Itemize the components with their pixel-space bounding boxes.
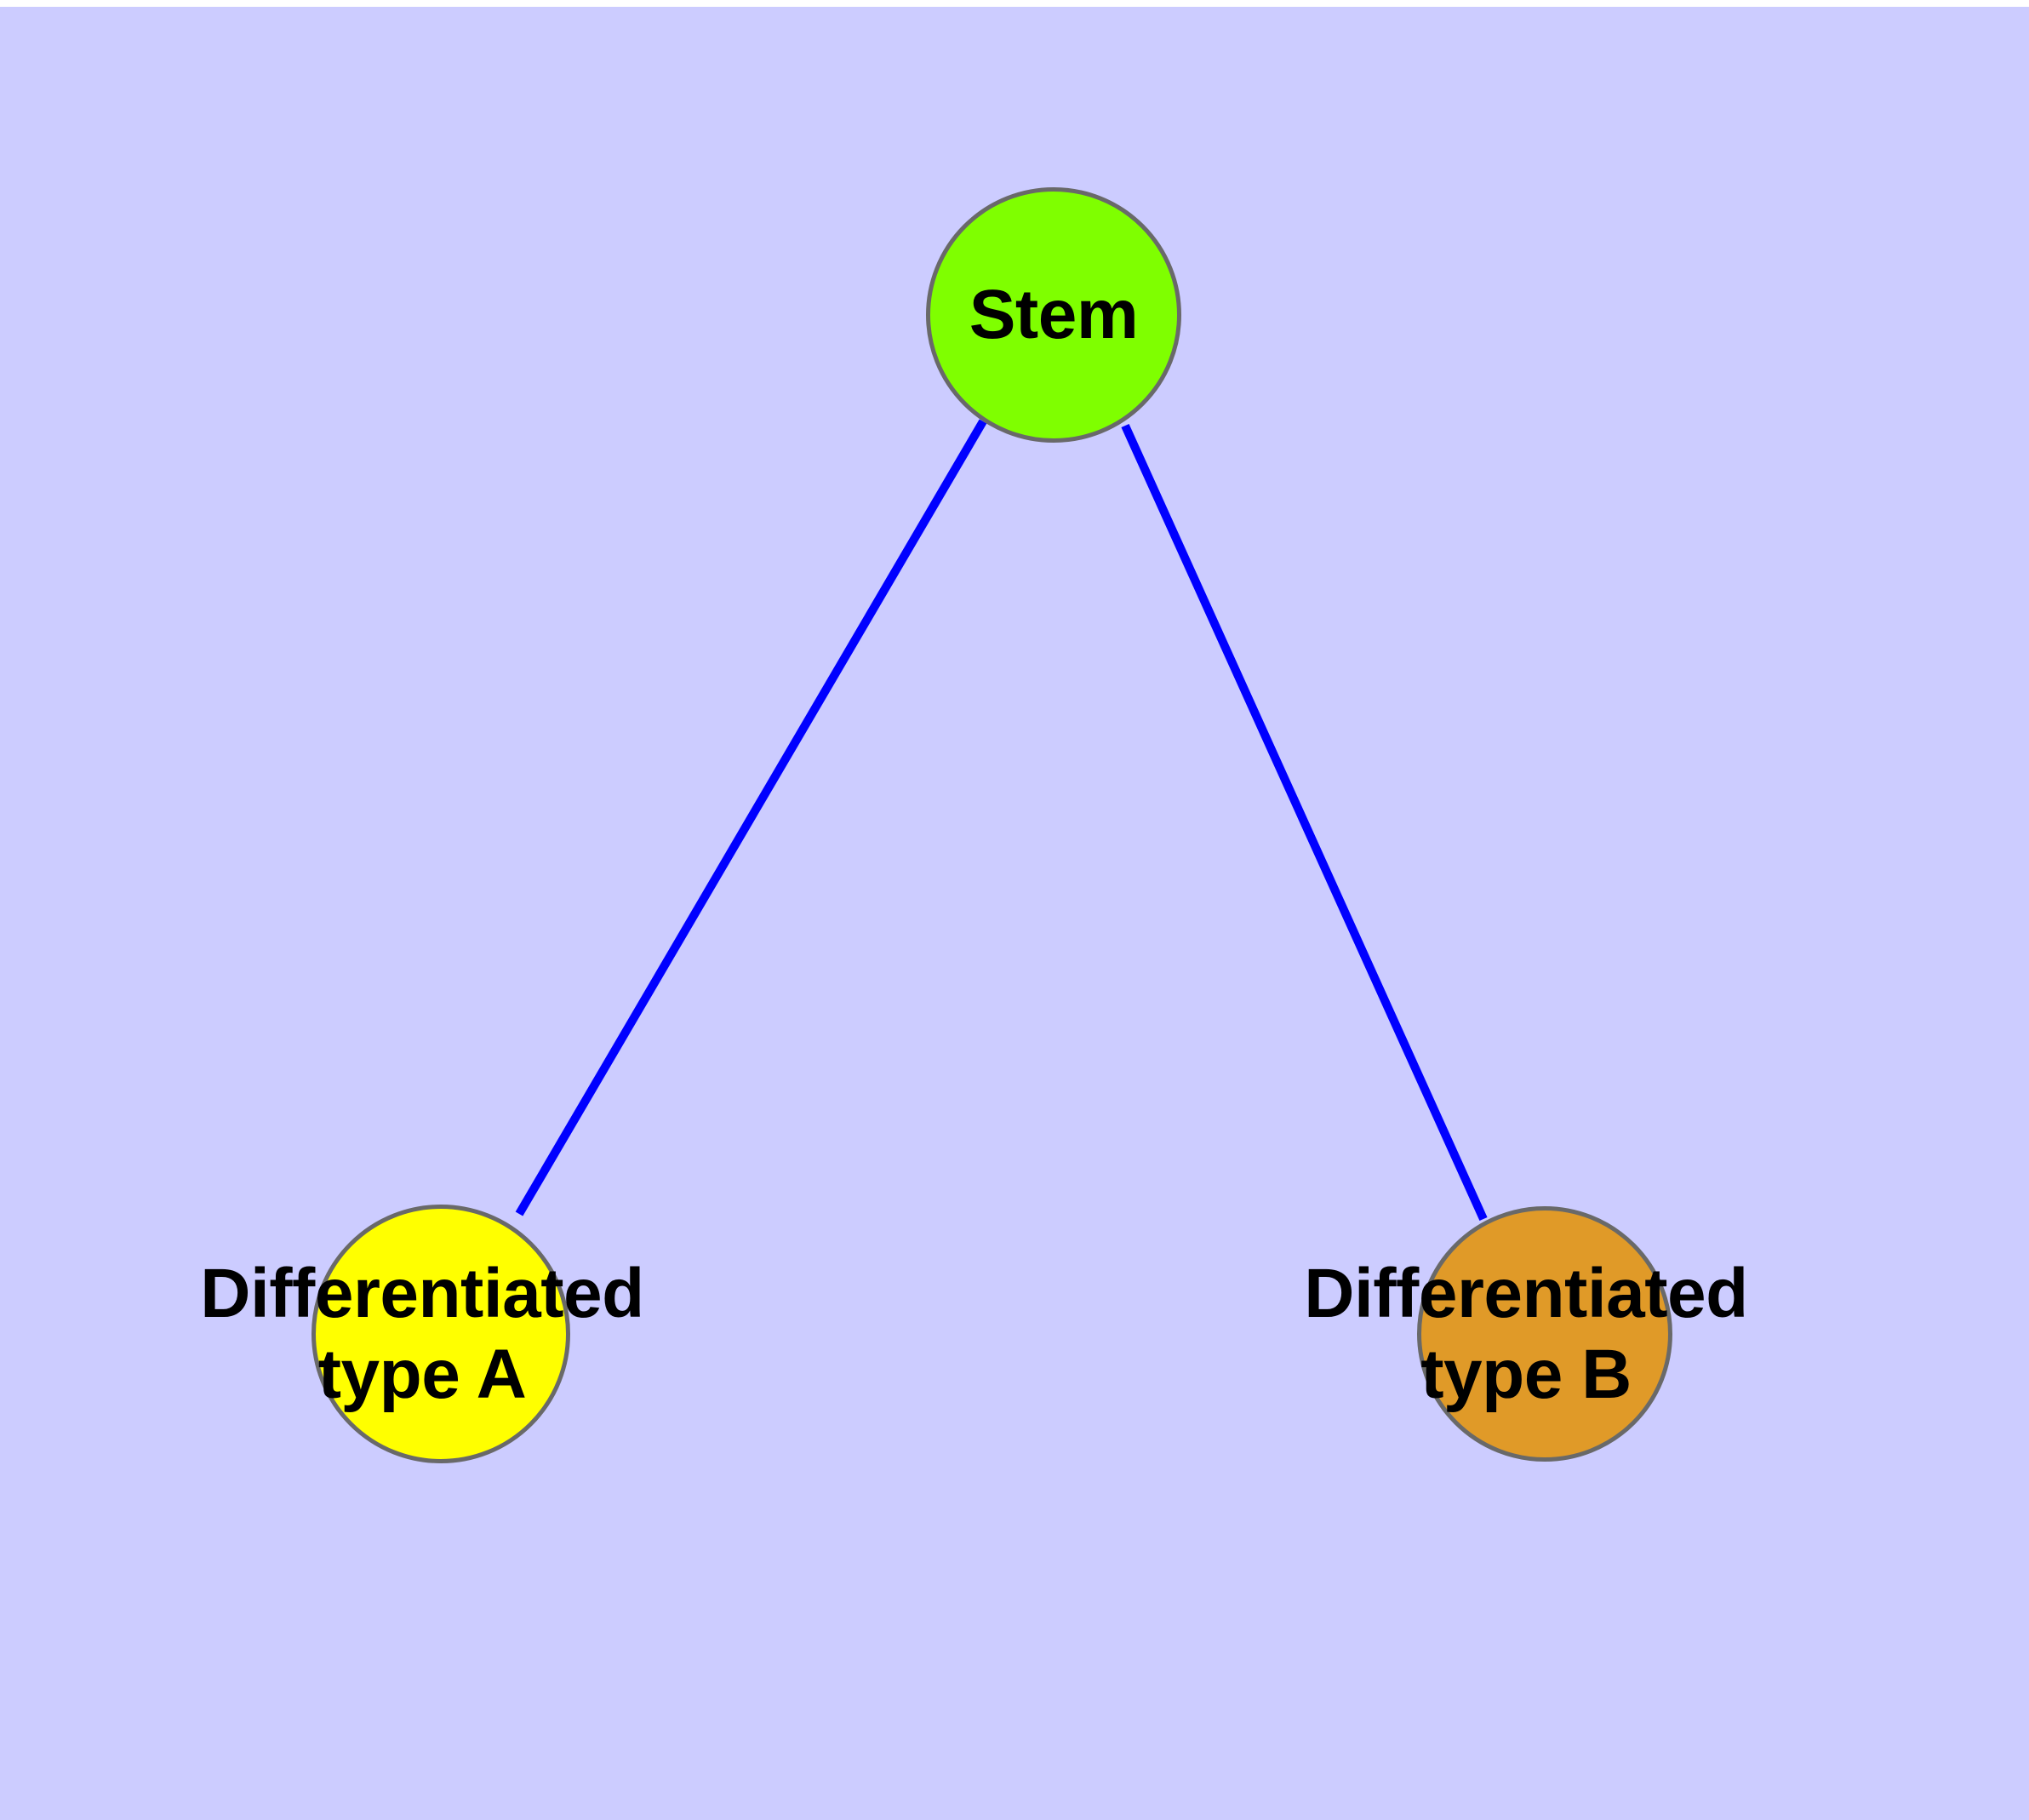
node-circle-differentiated-type-a[interactable] (311, 1205, 570, 1463)
node-circle-differentiated-type-b[interactable] (1417, 1206, 1672, 1462)
node-circle-stem[interactable] (926, 187, 1181, 443)
edge-stem-to-differentiated-type-b[interactable] (1121, 423, 1488, 1222)
node-layer (311, 187, 1672, 1463)
graph-svg (311, 187, 1672, 1463)
edge-stem-to-differentiated-type-a[interactable] (515, 419, 987, 1216)
edge-layer (515, 419, 1488, 1222)
